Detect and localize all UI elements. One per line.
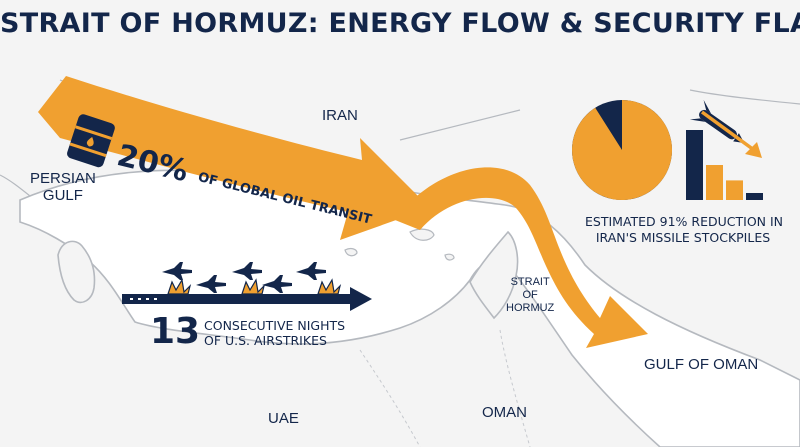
explosion-icon xyxy=(167,278,192,295)
fighter-jet-icon xyxy=(232,262,262,280)
fighter-jet-icon xyxy=(162,262,192,280)
label-strait-line3: HORMUZ xyxy=(506,302,555,314)
label-persian-gulf-line2: GULF xyxy=(42,187,83,204)
label-uae: UAE xyxy=(268,410,299,427)
fighter-jet-icon xyxy=(262,275,292,293)
label-gulf-of-oman: GULF OF OMAN xyxy=(644,356,759,373)
border-line xyxy=(359,329,531,447)
bar-2 xyxy=(706,165,723,200)
bar-1 xyxy=(686,130,703,200)
label-strait-line1: STRAIT xyxy=(510,276,550,288)
bar-4 xyxy=(746,193,763,200)
airstrike-label-line1: CONSECUTIVE NIGHTS xyxy=(204,318,346,333)
down-arrow-icon xyxy=(700,110,762,158)
pie-chart-icon xyxy=(572,100,673,201)
oil-barrel-icon xyxy=(67,114,115,168)
explosion-icon xyxy=(241,278,266,295)
label-strait-of-hormuz: STRAIT OF HORMUZ xyxy=(506,276,554,315)
missile-reduction-line1: ESTIMATED 91% REDUCTION IN xyxy=(585,214,784,229)
island xyxy=(444,253,455,261)
missile-reduction-line2: IRAN'S MISSILE STOCKPILES xyxy=(595,230,771,245)
fighter-jet-icon xyxy=(196,275,226,293)
label-oman: OMAN xyxy=(482,404,527,421)
oil-flow-arrow xyxy=(38,76,430,240)
musandam-peninsula xyxy=(469,230,519,320)
oil-export-arrow xyxy=(395,167,648,348)
bar-3 xyxy=(726,180,743,200)
airstrike-value: 13 xyxy=(150,311,201,352)
missile-reduction-label: ESTIMATED 91% REDUCTION IN IRAN'S MISSIL… xyxy=(585,214,784,246)
airstrike-timeline xyxy=(122,287,372,311)
airstrike-label: CONSECUTIVE NIGHTS OF U.S. AIRSTRIKES xyxy=(204,318,345,348)
label-strait-line2: OF xyxy=(522,289,538,301)
qatar-peninsula xyxy=(57,240,96,304)
airstrike-label-line2: OF U.S. AIRSTRIKES xyxy=(204,333,327,348)
label-iran: IRAN xyxy=(322,107,358,124)
island xyxy=(344,247,358,257)
page-title: STRAIT OF HORMUZ: ENERGY FLOW & SECURITY… xyxy=(0,8,800,39)
explosion-icon xyxy=(317,278,342,295)
label-persian-gulf-line1: PERSIAN xyxy=(30,170,96,187)
fighter-jet-icon xyxy=(296,262,326,280)
label-persian-gulf: PERSIAN GULF xyxy=(30,170,96,204)
bar-chart-icon xyxy=(686,130,763,200)
